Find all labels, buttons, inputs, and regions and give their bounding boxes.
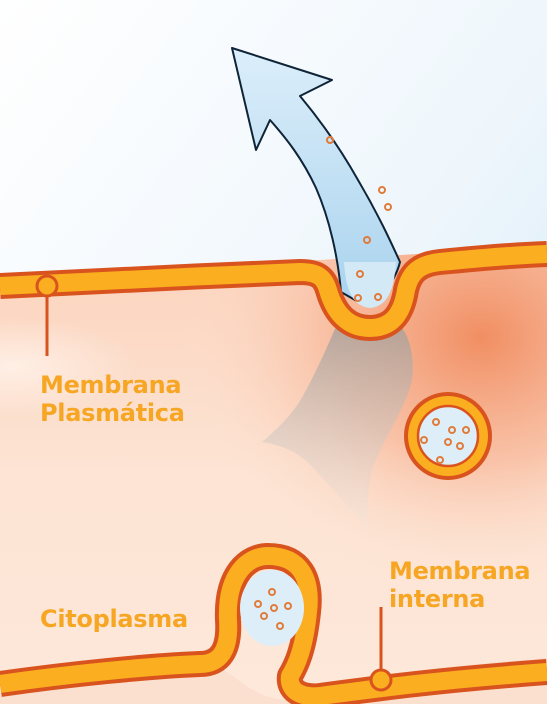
inner-membrane-label: Membrana interna [389,557,530,613]
plasma-membrane-label: Membrana Plasmática [40,371,220,427]
membrane-marker-icon [37,276,57,296]
cytoplasm-label: Citoplasma [40,605,188,633]
inner-membrane-label-line2: interna [389,585,530,613]
transport-vesicle-interior [418,406,478,466]
plasma-membrane-label-line2: Plasmática [40,399,220,427]
inner-membrane-label-line1: Membrana [389,557,530,585]
membrane-marker-icon [371,670,391,690]
plasma-membrane-label-line1: Membrana [40,371,220,399]
